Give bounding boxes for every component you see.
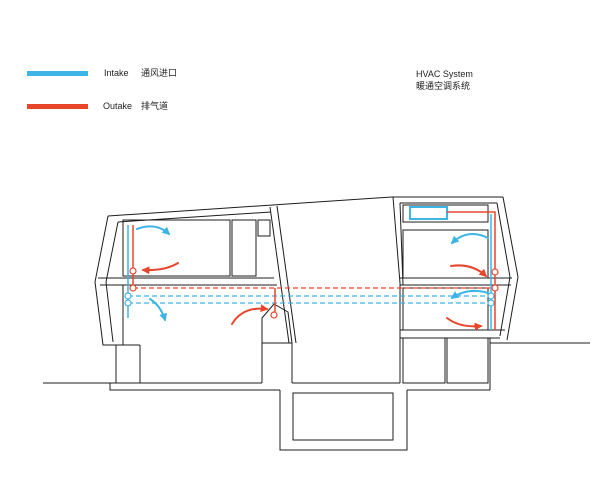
center-slanted-wall-outer (269, 206, 290, 344)
outake-label-cn: 排气道 (141, 101, 169, 111)
outake-arrow-upper-left (141, 262, 179, 275)
airflow-arrows (136, 225, 489, 331)
right-wing-left-wall-outer (392, 196, 401, 383)
intake-label-cn: 通风进口 (141, 68, 178, 78)
right-lower-room-b (446, 337, 489, 384)
outake-duct-system (129, 211, 499, 330)
intake-swatch (27, 71, 88, 76)
right-facade-outer (502, 196, 519, 341)
center-duct-enclosure (261, 303, 293, 344)
left-facade-outer (94, 215, 140, 346)
right-top-plant-room (402, 204, 489, 223)
right-middle-room (402, 287, 489, 331)
center-slanted-wall-inner (276, 205, 297, 344)
outake-duct-node (129, 267, 137, 275)
intake-duct-node (124, 299, 132, 307)
diagram-title: HVAC System (416, 69, 473, 79)
intake-duct-node (487, 292, 495, 300)
basement-pit-inner (292, 392, 394, 441)
building-structure (43, 196, 590, 451)
left-facade-inner (105, 221, 119, 343)
air-handling-unit (409, 206, 448, 220)
outake-duct-node (270, 311, 278, 319)
intake-duct-node (487, 299, 495, 307)
left-foundation-line (109, 383, 280, 391)
outake-arrow-center (231, 304, 269, 325)
upper-left-room (122, 219, 231, 277)
outake-duct-node (491, 268, 499, 276)
diagram-title-cn: 暖通空调系统 (416, 81, 471, 91)
outake-arrow-right-lower (446, 317, 483, 331)
intake-duct-node (124, 292, 132, 300)
outake-duct-node (129, 284, 137, 292)
roof-outer-line (107, 196, 393, 217)
upper-closet-box (257, 219, 271, 237)
outake-swatch (27, 104, 88, 109)
intake-duct-system (124, 206, 495, 330)
intake-arrow-lower-left (149, 298, 168, 322)
intake-arrow-right-upper (450, 233, 489, 245)
outake-duct-node (491, 284, 499, 292)
upper-small-room (231, 219, 257, 277)
outake-label: Outake (103, 101, 133, 111)
right-upper-room (402, 229, 489, 279)
intake-arrow-right-lower (450, 289, 489, 299)
outake-arrow-right-upper (450, 264, 488, 278)
right-facade-inner (496, 202, 511, 337)
intake-label: Intake (104, 68, 129, 78)
intake-arrow-upper-left (136, 225, 171, 236)
basement-pit-outer (279, 390, 408, 451)
right-lower-room-a (402, 337, 446, 384)
